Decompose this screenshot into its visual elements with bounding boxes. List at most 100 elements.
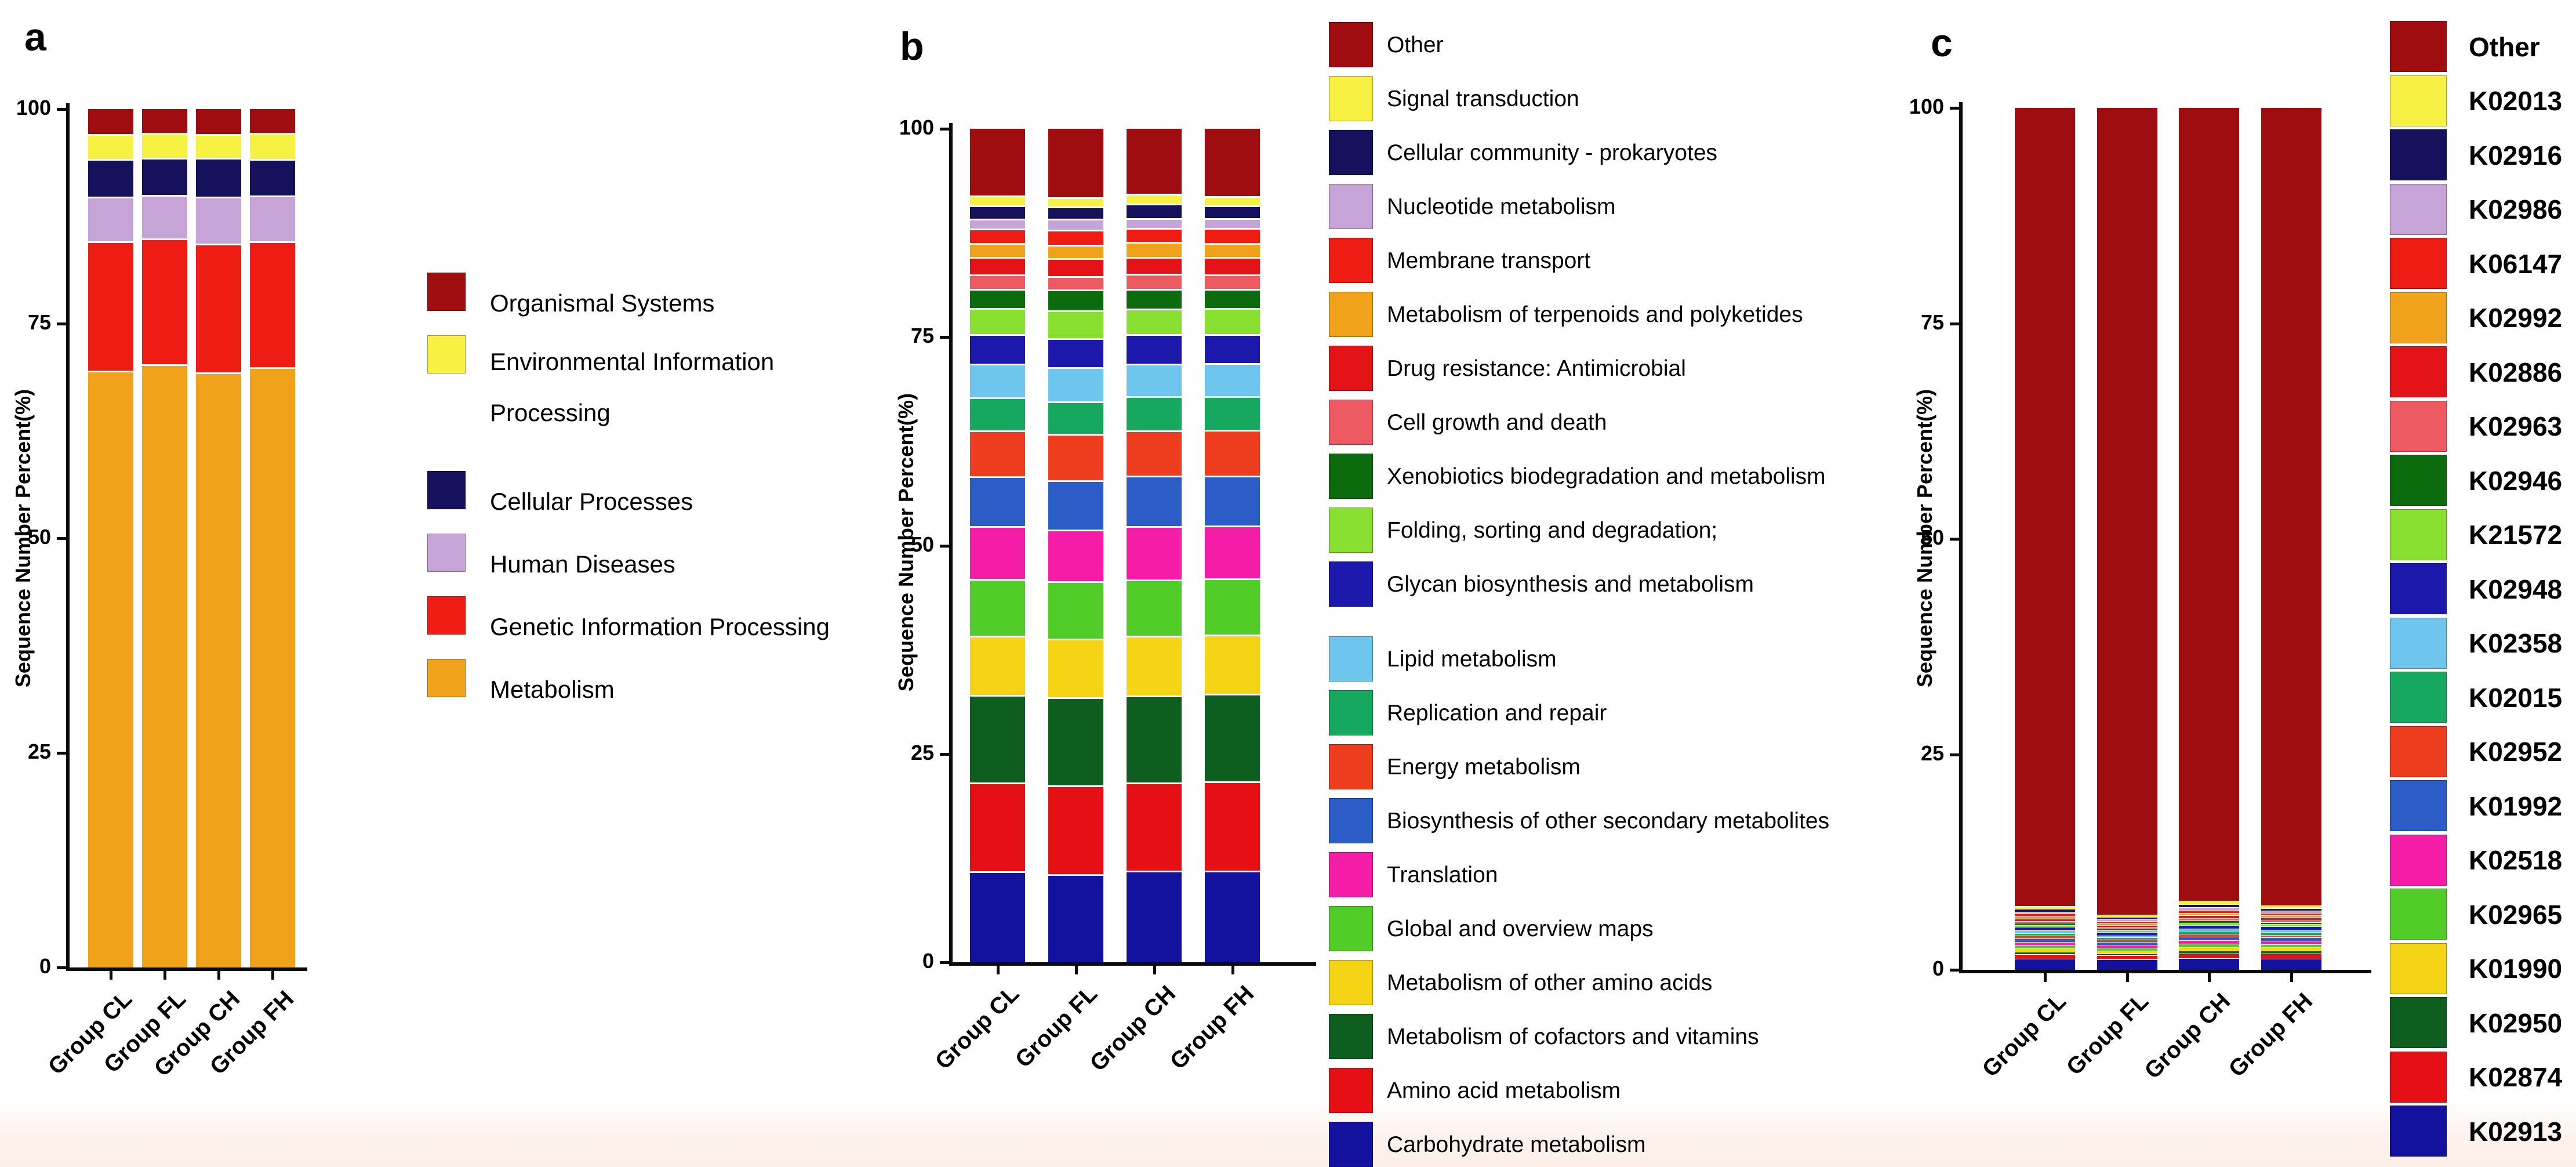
bar-segment xyxy=(2261,951,2321,954)
y-axis-line xyxy=(66,103,70,971)
bar-segment xyxy=(1205,336,1260,363)
legend-label: K02015 xyxy=(2469,682,2563,713)
panel-letter-b: b xyxy=(900,24,924,68)
legend-label: K02913 xyxy=(2469,1116,2563,1147)
bar-segment xyxy=(88,161,133,197)
bar-segment xyxy=(1048,876,1103,962)
bar-segment xyxy=(1205,207,1260,218)
bar-segment xyxy=(2097,926,2157,927)
legend-swatch xyxy=(2390,509,2447,560)
stacked-bar-group-fl xyxy=(2097,108,2157,970)
legend-label: K02013 xyxy=(2469,86,2563,117)
legend-swatch xyxy=(427,534,466,572)
legend-label: K02948 xyxy=(2469,574,2563,604)
legend-swatch xyxy=(427,335,466,374)
stacked-bar-group-fh xyxy=(2261,108,2321,970)
bar-segment xyxy=(2261,906,2321,908)
bar-segment xyxy=(2015,952,2075,954)
bar-segment xyxy=(1127,205,1182,218)
bar-segment xyxy=(1127,129,1182,194)
y-tick-label: 75 xyxy=(27,310,51,334)
bar-segment xyxy=(1205,230,1260,243)
legend-label: Lipid metabolism xyxy=(1387,646,1557,672)
bar-segment xyxy=(2261,941,2321,944)
bar-segment xyxy=(970,197,1025,205)
bar-segment xyxy=(88,243,133,371)
x-axis-line xyxy=(949,962,1316,966)
bar-segment xyxy=(1205,245,1260,257)
bar-segment xyxy=(1048,129,1103,197)
bar-segment xyxy=(250,369,295,967)
bar-segment xyxy=(970,245,1025,257)
panel-letter-c: c xyxy=(1931,21,1953,65)
stacked-bar-group-ch xyxy=(2179,108,2239,970)
y-tick-mark xyxy=(1950,322,1959,325)
bar-segment xyxy=(1048,220,1103,230)
bar-segment xyxy=(970,478,1025,526)
bar-segment xyxy=(2261,909,2321,911)
bar-segment xyxy=(1127,195,1182,204)
bar-segment xyxy=(2097,915,2157,917)
bar-segment xyxy=(250,109,295,133)
legend-label: Folding, sorting and degradation; xyxy=(1387,517,1718,543)
stacked-bar-group-fh xyxy=(1205,129,1260,962)
y-tick-label: 25 xyxy=(910,740,934,764)
bar-segment xyxy=(1127,784,1182,871)
bar-segment xyxy=(2261,938,2321,941)
bar-segment xyxy=(2015,919,2075,921)
y-tick-label: 0 xyxy=(39,954,51,978)
legend-swatch xyxy=(1329,1122,1373,1167)
bar-segment xyxy=(2261,945,2321,947)
legend-swatch xyxy=(2390,889,2447,940)
bar-segment xyxy=(2179,908,2239,910)
bar-segment xyxy=(2179,951,2239,954)
bar-segment xyxy=(2261,936,2321,937)
bar-segment xyxy=(2261,923,2321,924)
bar-segment xyxy=(2015,907,2075,909)
bar-segment xyxy=(2015,909,2075,912)
bar-segment xyxy=(1127,259,1182,274)
legend-label: Global and overview maps xyxy=(1387,916,1654,941)
legend-label: K02916 xyxy=(2469,140,2563,171)
legend-swatch xyxy=(427,659,466,697)
legend-swatch xyxy=(1329,636,1373,682)
bar-segment xyxy=(2015,939,2075,942)
bar-segment xyxy=(250,161,295,195)
bar-segment xyxy=(1127,220,1182,228)
bar-segment xyxy=(970,259,1025,274)
legend-label: Cell growth and death xyxy=(1387,409,1607,435)
bar-segment xyxy=(1205,129,1260,196)
y-tick-label: 25 xyxy=(1920,741,1944,765)
bar-segment xyxy=(2015,108,2075,906)
bar-segment xyxy=(142,366,187,967)
stacked-bar-group-fl xyxy=(142,109,187,967)
panel-letter-a: a xyxy=(24,15,46,59)
bar-segment xyxy=(1205,220,1260,228)
legend-swatch xyxy=(427,596,466,635)
bar-segment xyxy=(2261,933,2321,935)
x-tick-mark xyxy=(271,971,274,980)
bar-segment xyxy=(2179,929,2239,931)
bar-segment xyxy=(1127,230,1182,242)
legend-swatch xyxy=(2390,238,2447,289)
legend-swatch xyxy=(2390,997,2447,1048)
bar-segment xyxy=(970,528,1025,579)
bar-segment xyxy=(2179,916,2239,918)
bar-segment xyxy=(970,310,1025,334)
legend-swatch xyxy=(1329,906,1373,951)
bar-segment xyxy=(1205,198,1260,205)
y-tick-label: 100 xyxy=(16,96,51,119)
bar-segment xyxy=(2179,932,2239,934)
bar-segment xyxy=(1205,477,1260,525)
legend-label: Nucleotide metabolism xyxy=(1387,194,1616,219)
x-tick-mark xyxy=(996,966,1000,974)
bar-segment xyxy=(1205,580,1260,635)
y-tick-mark xyxy=(940,336,949,339)
bar-segment xyxy=(2097,936,2157,937)
bar-segment xyxy=(2179,944,2239,947)
legend-swatch xyxy=(2390,563,2447,614)
bar-segment xyxy=(2015,926,2075,927)
legend-swatch xyxy=(1329,292,1373,337)
legend-swatch xyxy=(1329,22,1373,67)
